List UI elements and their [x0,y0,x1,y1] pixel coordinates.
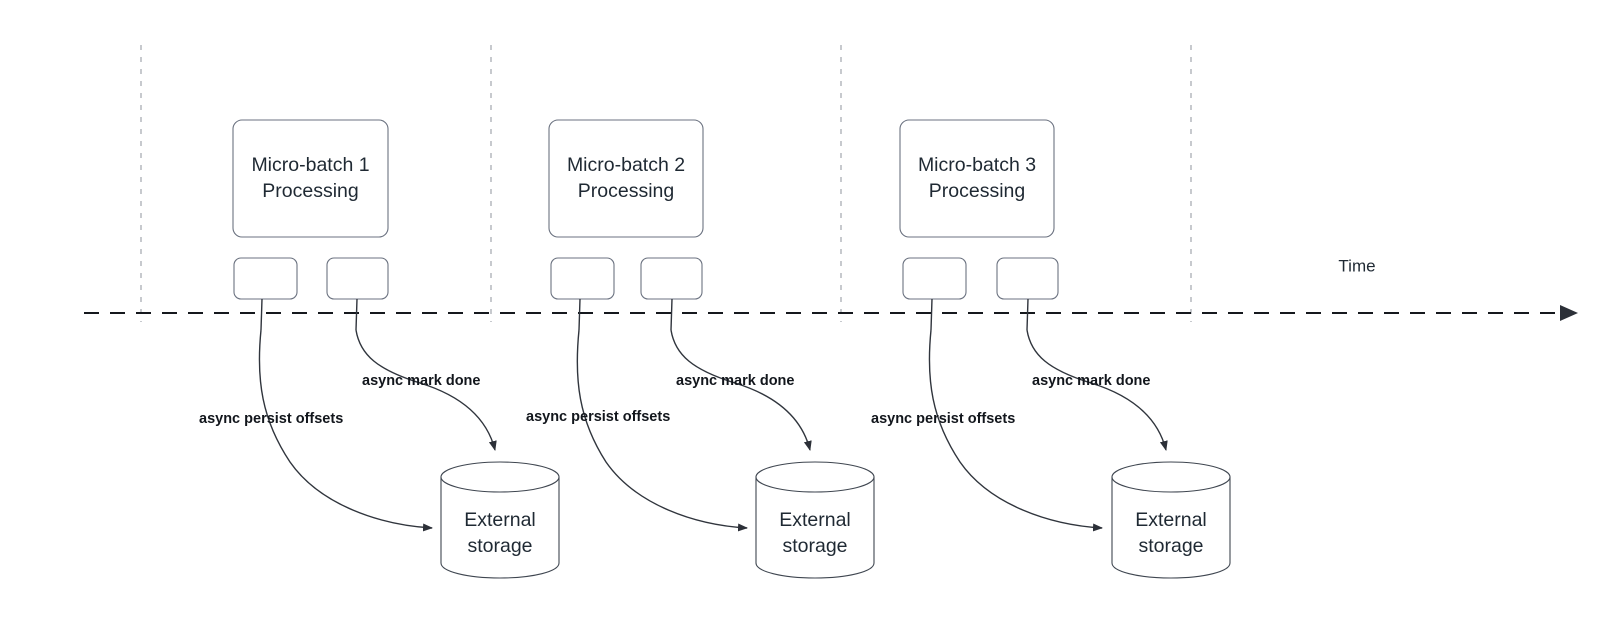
mb1-task-b-box[interactable] [326,257,389,300]
micro-batch-2-box[interactable]: Micro-batch 2 Processing [548,119,704,238]
mb3-persist-edge-label: async persist offsets [871,411,1015,427]
mb2-task-a-stem [578,298,581,331]
mb2-mark-edge-label: async mark done [676,373,794,389]
mb2-storage-label-line2: storage [782,535,847,557]
mb2-persist-edge-label: async persist offsets [526,409,670,425]
mb1-storage-label-line1: External [464,509,536,531]
mb1-task-b-stem [355,298,358,331]
micro-batch-2-title-line1: Micro-batch 2 [567,154,685,176]
mb1-task-a-box[interactable] [233,257,298,300]
mb2-external-storage[interactable]: External storage [755,461,875,579]
micro-batch-2-title-line2: Processing [578,180,674,202]
mb3-mark-edge [1026,329,1168,451]
micro-batch-3-title-line2: Processing [929,180,1025,202]
time-axis: Time [84,256,1578,321]
mb2-task-a-box[interactable] [550,257,615,300]
micro-batch-1-rect[interactable] [232,119,389,238]
batch-group-2: Micro-batch 2 Processing async persist o… [526,119,875,579]
micro-batch-1-title-line1: Micro-batch 1 [251,154,369,176]
mb1-storage-top[interactable] [440,461,560,493]
mb3-storage-label-line2: storage [1138,535,1203,557]
mb3-persist-edge [928,329,1103,532]
tick-lines [140,45,1192,322]
micro-batch-1-box[interactable]: Micro-batch 1 Processing [232,119,389,238]
micro-batch-2-rect[interactable] [548,119,704,238]
time-axis-label: Time [1338,256,1375,275]
mb3-task-b-box[interactable] [996,257,1059,300]
time-axis-arrowhead [1560,305,1578,321]
mb3-storage-label-line1: External [1135,509,1207,531]
batch-group-3: Micro-batch 3 Processing async persist o… [871,119,1231,579]
mb2-mark-edge [670,329,812,451]
mb1-external-storage[interactable]: External storage [440,461,560,579]
mb1-mark-edge-label: async mark done [362,373,480,389]
mb1-storage-label-line2: storage [467,535,532,557]
mb2-persist-edge [576,329,748,532]
mb2-task-b-stem [670,298,673,331]
mb2-task-b-box[interactable] [640,257,703,300]
micro-batch-1-title-line2: Processing [262,180,358,202]
mb2-storage-top[interactable] [755,461,875,493]
mb3-storage-body[interactable] [1111,476,1231,579]
mb2-storage-body[interactable] [755,476,875,579]
mb3-task-a-stem [930,298,933,331]
mb1-mark-edge [355,329,497,451]
mb1-persist-edge-label: async persist offsets [199,411,343,427]
mb3-external-storage[interactable]: External storage [1111,461,1231,579]
mb2-storage-label-line1: External [779,509,851,531]
mb3-mark-edge-label: async mark done [1032,373,1150,389]
mb3-task-b-stem [1026,298,1029,331]
mb1-task-a-stem [260,298,263,331]
mb1-storage-body[interactable] [440,476,560,579]
batch-group-1: Micro-batch 1 Processing async persist o… [199,119,560,579]
mb3-storage-top[interactable] [1111,461,1231,493]
micro-batch-3-title-line1: Micro-batch 3 [918,154,1036,176]
micro-batch-3-rect[interactable] [899,119,1055,238]
mb3-task-a-box[interactable] [902,257,967,300]
mb1-persist-edge [258,329,433,532]
micro-batch-3-box[interactable]: Micro-batch 3 Processing [899,119,1055,238]
